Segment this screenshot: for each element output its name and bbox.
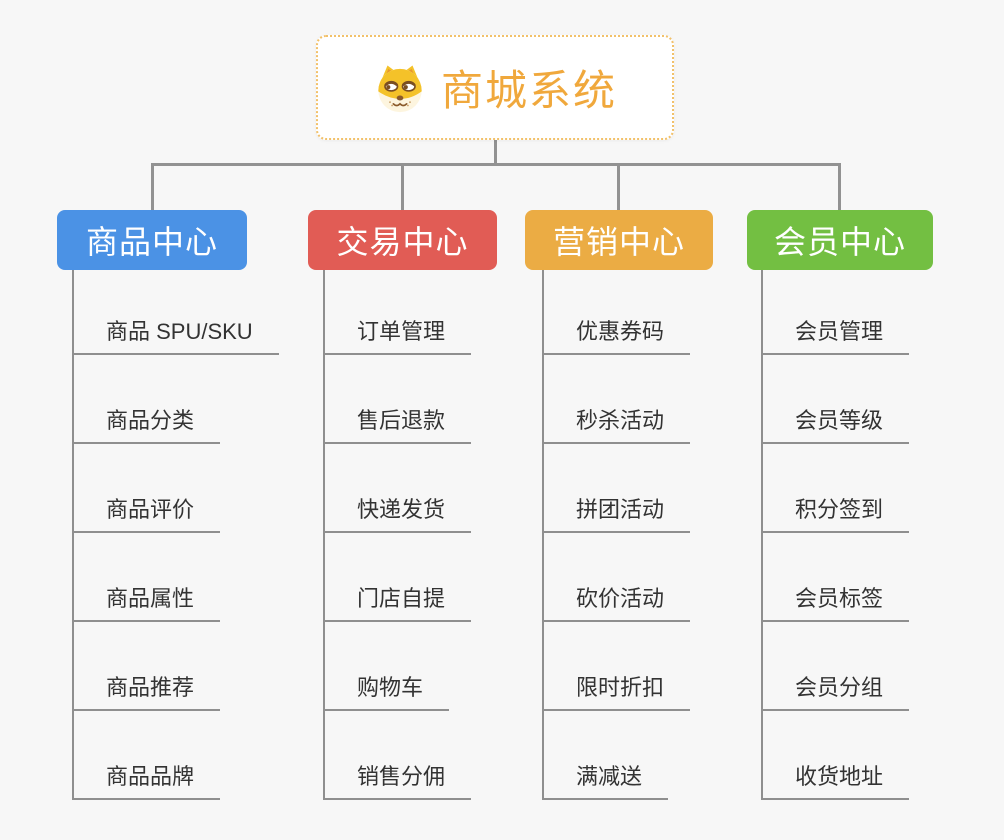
leaf-node[interactable]: 秒杀活动: [544, 355, 792, 444]
leaf-label: 满减送: [544, 764, 669, 800]
branch-drop-line: [617, 163, 620, 210]
leaf-node[interactable]: 满减送: [544, 711, 792, 800]
branch-label: 商品中心: [85, 224, 218, 260]
leaf-node[interactable]: 会员管理: [763, 266, 1004, 355]
leaf-column-member-center: 会员管理 会员等级 积分签到 会员标签 会员分组 收货地址: [761, 266, 1004, 800]
leaf-node[interactable]: 购物车: [325, 622, 573, 711]
leaf-node[interactable]: 砍价活动: [544, 533, 792, 622]
leaf-label: 砍价活动: [544, 586, 691, 622]
leaf-node[interactable]: 售后退款: [325, 355, 573, 444]
leaf-label: 商品分类: [74, 408, 221, 444]
leaf-node[interactable]: 商品属性: [74, 533, 322, 622]
leaf-label: 快递发货: [325, 497, 472, 533]
leaf-label: 商品品牌: [74, 764, 221, 800]
dog-face-icon: [373, 63, 427, 113]
leaf-label: 销售分佣: [325, 764, 472, 800]
leaf-label: 拼团活动: [544, 497, 691, 533]
branch-drop-line: [151, 163, 154, 210]
leaf-label: 秒杀活动: [544, 408, 691, 444]
leaf-node[interactable]: 优惠券码: [544, 266, 792, 355]
leaf-label: 会员标签: [763, 586, 910, 622]
leaf-node[interactable]: 限时折扣: [544, 622, 792, 711]
leaf-node[interactable]: 商品品牌: [74, 711, 322, 800]
branch-node-marketing-center[interactable]: 营销中心: [525, 210, 713, 270]
leaf-node[interactable]: 商品评价: [74, 444, 322, 533]
leaf-label: 会员管理: [763, 319, 910, 355]
branch-label: 交易中心: [336, 224, 469, 260]
leaf-node[interactable]: 积分签到: [763, 444, 1004, 533]
root-stem-line: [494, 138, 497, 165]
leaf-node[interactable]: 拼团活动: [544, 444, 792, 533]
leaf-label: 会员等级: [763, 408, 910, 444]
root-node-mall-system[interactable]: 商城系统: [316, 35, 674, 140]
leaf-column-marketing-center: 优惠券码 秒杀活动 拼团活动 砍价活动 限时折扣 满减送: [542, 266, 792, 800]
branch-node-member-center[interactable]: 会员中心: [747, 210, 933, 270]
leaf-label: 商品评价: [74, 497, 221, 533]
leaf-label: 优惠券码: [544, 319, 691, 355]
leaf-label: 商品属性: [74, 586, 221, 622]
branch-label: 会员中心: [773, 224, 906, 260]
root-node-title: 商城系统: [440, 67, 617, 114]
leaf-node[interactable]: 门店自提: [325, 533, 573, 622]
leaf-column-product-center: 商品 SPU/SKU 商品分类 商品评价 商品属性 商品推荐 商品品牌: [72, 266, 322, 800]
branch-node-trade-center[interactable]: 交易中心: [308, 210, 497, 270]
leaf-node[interactable]: 会员标签: [763, 533, 1004, 622]
leaf-node[interactable]: 商品推荐: [74, 622, 322, 711]
leaf-node[interactable]: 快递发货: [325, 444, 573, 533]
leaf-column-trade-center: 订单管理 售后退款 快递发货 门店自提 购物车 销售分佣: [323, 266, 573, 800]
leaf-node[interactable]: 会员等级: [763, 355, 1004, 444]
leaf-label: 收货地址: [763, 764, 910, 800]
branch-drop-line: [401, 163, 404, 210]
leaf-label: 会员分组: [763, 675, 910, 711]
branch-node-product-center[interactable]: 商品中心: [57, 210, 247, 270]
leaf-node[interactable]: 销售分佣: [325, 711, 573, 800]
leaf-label: 限时折扣: [544, 675, 691, 711]
leaf-node[interactable]: 商品 SPU/SKU: [74, 266, 322, 355]
branch-rail-line: [151, 163, 841, 166]
leaf-label: 积分签到: [763, 497, 910, 533]
branch-drop-line: [838, 163, 841, 210]
leaf-label: 商品 SPU/SKU: [74, 319, 279, 355]
leaf-node[interactable]: 收货地址: [763, 711, 1004, 800]
leaf-node[interactable]: 会员分组: [763, 622, 1004, 711]
leaf-label: 订单管理: [325, 319, 472, 355]
leaf-label: 购物车: [325, 675, 450, 711]
leaf-label: 商品推荐: [74, 675, 221, 711]
leaf-label: 门店自提: [325, 586, 472, 622]
leaf-label: 售后退款: [325, 408, 472, 444]
leaf-node[interactable]: 商品分类: [74, 355, 322, 444]
branch-label: 营销中心: [552, 224, 685, 260]
leaf-node[interactable]: 订单管理: [325, 266, 573, 355]
